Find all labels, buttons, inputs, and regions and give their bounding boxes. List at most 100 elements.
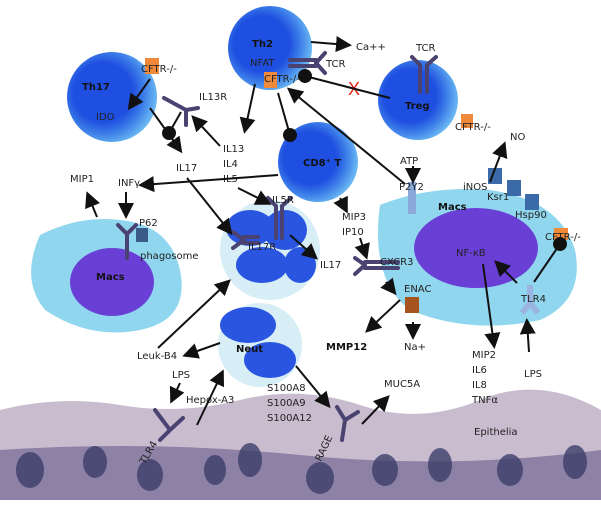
- arrow: [239, 83, 256, 134]
- cytokine-label: TNFα: [471, 395, 498, 406]
- s100-label: S100A8: [267, 383, 306, 394]
- atp-label: ATP: [400, 156, 418, 167]
- hsp90-icon: [525, 194, 539, 210]
- inhibition-arrow: [533, 237, 567, 283]
- il5-label: IL5: [223, 174, 238, 185]
- mip1-label: MIP1: [70, 174, 94, 185]
- macs-left-label: Macs: [96, 272, 125, 283]
- neutrophil-upper: IL5R IL17R IL17: [220, 195, 341, 300]
- arrows: [85, 36, 567, 426]
- na-label: Na+: [404, 342, 426, 353]
- inhibition-arrow: [298, 69, 391, 99]
- ca-label: Ca++: [356, 42, 386, 53]
- il5r-receptor-icon: [266, 196, 293, 240]
- epithelium-layer: [0, 389, 601, 500]
- s100-label: S100A12: [267, 413, 312, 424]
- treg-cell: TCR Treg CFTR-/-: [378, 43, 491, 140]
- hepox-a3-label: Hepox-A3: [186, 395, 234, 406]
- arrow: [157, 279, 231, 349]
- cytokine-label: IL6: [472, 365, 487, 376]
- ksr1-label: Ksr1: [487, 192, 509, 203]
- neutrophil-lower: Neut Leuk-B4 S100A8 S100A9 S100A12: [137, 303, 312, 424]
- tcr-th2-label: TCR: [325, 59, 346, 70]
- arrow: [489, 141, 508, 183]
- ido-label: IDO: [96, 112, 115, 123]
- leuk-b4-label: Leuk-B4: [137, 351, 177, 362]
- p62-label: P62: [139, 218, 158, 229]
- th2-cell: Th2 NFAT TCR CFTR-/- Ca++: [228, 6, 386, 90]
- cftr-th2-label: CFTR-/-: [264, 74, 300, 85]
- arrow: [494, 260, 518, 284]
- cftr-treg-label: CFTR-/-: [455, 122, 491, 133]
- neut-label: Neut: [236, 344, 263, 355]
- cytokine-label: MIP2: [472, 350, 496, 361]
- inhibition-arrow: [277, 92, 297, 142]
- inos-label: iNOS: [463, 182, 487, 193]
- arrow: [286, 87, 406, 185]
- arrow: [85, 191, 100, 218]
- tcr-receptor-icon: [410, 55, 438, 94]
- cxcr3-receptor-icon: [353, 256, 400, 276]
- arrow: [380, 277, 397, 296]
- hsp90-label: Hsp90: [515, 210, 547, 221]
- lps-macs-label: LPS: [524, 369, 542, 380]
- arrow: [354, 237, 370, 260]
- il13r-receptor-icon: [162, 96, 200, 127]
- cftr-macs-label: CFTR-/-: [545, 232, 581, 243]
- il17r-receptor-icon: [231, 230, 260, 250]
- ksr1-icon: [507, 180, 521, 196]
- cftr-icon: [461, 114, 473, 128]
- arrow: [365, 299, 401, 333]
- macs-right-label: Macs: [438, 202, 467, 213]
- tcr-treg-label: TCR: [415, 43, 436, 54]
- arrow: [237, 187, 272, 205]
- arrow: [519, 318, 536, 353]
- th17-cell: Th17 IDO CFTR-/- IL13R: [67, 52, 227, 142]
- arrow: [182, 342, 221, 359]
- mmp12-label: MMP12: [326, 342, 367, 353]
- th2-label: Th2: [252, 39, 273, 50]
- il4-label: IL4: [223, 159, 238, 170]
- il17-label: IL17: [176, 163, 197, 174]
- mip3-label: MIP3: [342, 212, 366, 223]
- arrow: [149, 107, 183, 154]
- s100-label: S100A9: [267, 398, 306, 409]
- cftr-th17-label: CFTR-/-: [141, 64, 177, 75]
- muc5a-label: MUC5A: [384, 379, 420, 390]
- arrow: [310, 36, 352, 53]
- tlr4-macs-label: TLR4: [520, 294, 546, 305]
- il17-output-label: IL17: [320, 260, 341, 271]
- arrow: [127, 78, 151, 111]
- il5r-label: IL5R: [272, 195, 294, 206]
- il17r-label: IL17R: [248, 242, 276, 253]
- p2y2-receptor-icon: [408, 182, 416, 214]
- cftr-icon: [264, 72, 277, 88]
- phagosome-label: phagosome: [140, 251, 199, 262]
- nfat-label: NFAT: [250, 58, 275, 69]
- lps-epithelia-label: LPS: [172, 370, 190, 381]
- ip10-label: IP10: [342, 227, 364, 238]
- cytokine-label: IL8: [472, 380, 487, 391]
- phagosome-icon: [136, 228, 148, 242]
- tlr4-receptor-icon: [519, 285, 541, 315]
- infg-label: INFγ: [118, 178, 140, 189]
- nfkb-label: NF-κB: [456, 248, 486, 259]
- macrophage-right: Macs NF-κB ATP P2Y2 iNOS Ksr1 Hsp90 NO C…: [378, 132, 581, 406]
- cd8-label: CD8⁺ T: [303, 158, 341, 169]
- il13r-label: IL13R: [199, 92, 227, 103]
- tcr-receptor-icon: [288, 51, 327, 75]
- epithelia-label: Epithelia: [474, 427, 518, 438]
- arrow: [295, 365, 331, 409]
- arrow: [186, 177, 233, 236]
- no-label: NO: [510, 132, 525, 143]
- treg-label: Treg: [405, 101, 430, 112]
- il13-label: IL13: [223, 144, 244, 155]
- th17-label: Th17: [82, 82, 110, 93]
- arrow: [482, 263, 501, 349]
- mediators: IL13 IL4 IL5 IL17 MIP3 IP10 CXCR3 ENAC M…: [176, 79, 431, 353]
- rage-receptor-icon: [335, 405, 360, 442]
- p2y2-label: P2Y2: [399, 182, 424, 193]
- arrow: [361, 395, 390, 425]
